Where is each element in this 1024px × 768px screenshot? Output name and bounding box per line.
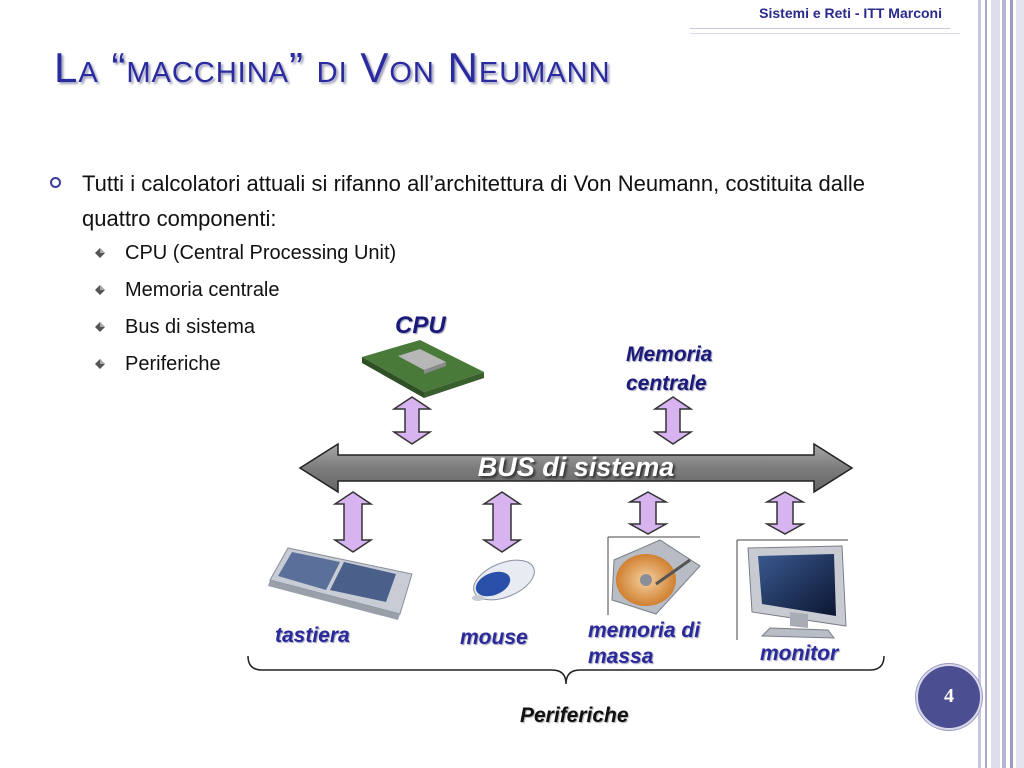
double-arrow-icon <box>391 396 433 445</box>
list-item: Memoria centrale <box>95 275 396 312</box>
list-item-label: Memoria centrale <box>125 279 280 301</box>
border-stripe <box>1010 0 1013 768</box>
intro-text: Tutti i calcolatori attuali si rifanno a… <box>82 171 865 231</box>
memory-label: Memoria centrale <box>626 340 732 398</box>
mouse-label: mouse <box>460 626 528 649</box>
hard-disk-icon <box>607 536 701 615</box>
keyboard-label: tastiera <box>275 624 350 647</box>
peripherals-brace <box>247 655 885 685</box>
diamond-bullet-icon <box>95 359 105 369</box>
peripherals-label: Periferiche <box>520 704 629 727</box>
diamond-bullet-icon <box>95 322 105 332</box>
cpu-label: CPU <box>395 312 446 339</box>
diamond-bullet-icon <box>95 248 105 258</box>
list-item-label: CPU (Central Processing Unit) <box>125 242 397 264</box>
list-item: Bus di sistema <box>95 312 396 349</box>
header-rule-top <box>690 28 950 29</box>
mass-storage-label: memoria di massa <box>588 619 701 668</box>
system-bus-arrow <box>298 442 854 494</box>
double-arrow-icon <box>481 491 523 553</box>
page-number-badge: 4 <box>916 664 982 730</box>
border-stripe <box>1002 0 1006 768</box>
bus-label: BUS di sistema <box>477 452 675 482</box>
border-stripe <box>978 0 981 768</box>
memory-label-text: Memoria centrale <box>626 343 713 395</box>
border-stripe <box>985 0 987 768</box>
list-item: CPU (Central Processing Unit) <box>95 238 396 275</box>
double-arrow-icon <box>332 491 374 553</box>
cpu-chip-icon <box>362 340 484 398</box>
list-item: Periferiche <box>95 349 396 386</box>
diamond-bullet-icon <box>95 285 105 295</box>
double-arrow-icon <box>627 491 669 535</box>
slide-title: La “macchina” di Von Neumann <box>54 44 611 91</box>
component-list: CPU (Central Processing Unit) Memoria ce… <box>95 238 396 386</box>
list-item-label: Periferiche <box>125 353 221 375</box>
double-arrow-icon <box>764 491 806 535</box>
monitor-icon <box>736 539 848 640</box>
header-rule-bottom <box>690 33 960 34</box>
border-stripe <box>991 0 1000 768</box>
keyboard-icon <box>268 547 413 620</box>
border-stripe <box>1016 0 1024 768</box>
mouse-icon <box>472 559 535 601</box>
list-item-label: Bus di sistema <box>125 316 256 338</box>
monitor-label: monitor <box>760 642 839 665</box>
bullet-ring-icon <box>50 177 61 188</box>
course-header: Sistemi e Reti - ITT Marconi <box>759 5 942 21</box>
double-arrow-icon <box>652 396 694 445</box>
